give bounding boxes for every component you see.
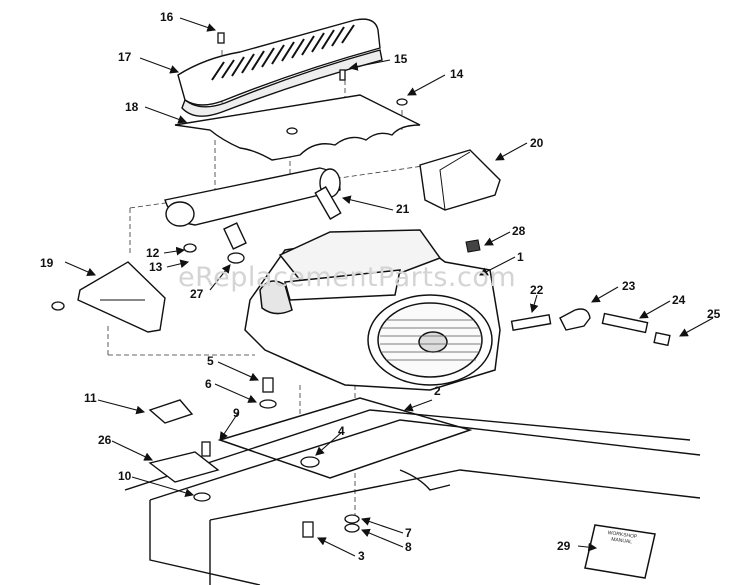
callout-10: 10 [118,469,132,483]
callout-12: 12 [146,246,160,260]
heat-shield-slots [211,24,355,81]
small-plate [148,451,220,483]
callout-21: 21 [396,202,410,216]
callout-19: 19 [40,256,54,270]
engine-block [244,229,501,391]
callout-6: 6 [205,377,212,391]
callout-13: 13 [149,260,163,274]
callout-11: 11 [84,391,97,405]
watermark-text: eReplacementParts.com [178,262,517,293]
callout-20: 20 [530,136,544,150]
callout-9: 9 [233,406,240,420]
callout-15: 15 [394,52,408,66]
callout-25: 25 [707,307,721,321]
callout-17: 17 [118,50,132,64]
callout-16: 16 [160,10,174,24]
callout-14: 14 [450,67,464,81]
callout-27: 27 [190,287,204,301]
callout-28: 28 [512,224,526,238]
engine-grille [380,319,482,361]
callout-8: 8 [405,540,412,554]
callout-4: 4 [338,424,345,438]
leader-lines [64,17,714,557]
muffler-bracket [77,261,166,333]
callout-22: 22 [530,283,544,297]
callout-7: 7 [405,526,412,540]
heat-shield-top [177,18,383,117]
side-cover [419,149,501,211]
callout-2: 2 [434,384,441,398]
callout-3: 3 [358,549,365,563]
callout-24: 24 [672,293,686,307]
callout-5: 5 [207,354,214,368]
callout-29: 29 [557,539,571,553]
clip-part [465,239,481,253]
callout-23: 23 [622,279,636,293]
shield-plate [174,94,421,161]
switch-part [148,399,194,424]
muffler [164,167,342,250]
callout-18: 18 [125,100,139,114]
fuel-line-parts [510,308,671,347]
workshop-manual [584,524,656,579]
callout-26: 26 [98,433,112,447]
callout-1: 1 [517,250,524,264]
hardware-bolts [51,32,408,538]
